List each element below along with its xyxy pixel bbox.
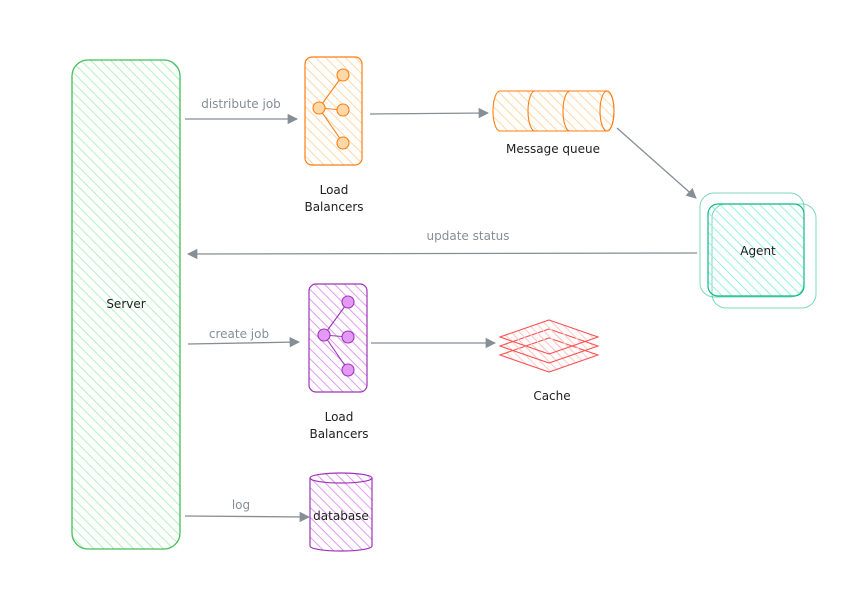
load-balancer-top[interactable]: Load Balancers — [304, 56, 364, 214]
database-icon — [309, 478, 373, 552]
edge-lb-to-queue[interactable] — [369, 107, 490, 119]
edge-update-status-label: update status — [427, 229, 510, 243]
agent-box-front — [707, 203, 805, 297]
edge-queue-to-agent-line — [616, 127, 697, 199]
server-node[interactable]: Server — [71, 59, 181, 550]
message-queue-icon — [492, 90, 615, 132]
edge-queue-to-agent[interactable] — [616, 127, 697, 199]
load-balancer-bottom-box — [308, 283, 368, 393]
database-label: database — [313, 509, 369, 523]
edge-update-status-line — [186, 248, 698, 260]
server-box — [71, 59, 181, 550]
edge-update-status[interactable]: update status — [186, 229, 698, 260]
server-label: Server — [106, 297, 145, 311]
edge-log-label: log — [232, 498, 250, 512]
load-balancer-top-label-line1: Load — [320, 183, 349, 197]
edge-create-job[interactable]: create job — [187, 327, 301, 348]
load-balancer-bottom-label-line2: Balancers — [309, 427, 368, 441]
load-balancer-top-box — [304, 56, 363, 166]
edge-log[interactable]: log — [184, 498, 311, 523]
cache-icon — [498, 319, 600, 373]
message-queue-label: Message queue — [506, 142, 600, 156]
cache-node[interactable]: Cache — [498, 319, 600, 403]
message-queue-node[interactable]: Message queue — [492, 90, 615, 156]
edge-log-line — [184, 511, 311, 523]
edge-create-job-label: create job — [209, 327, 269, 341]
edge-lb-to-queue-line — [369, 107, 490, 119]
edge-distribute-job[interactable]: distribute job — [185, 97, 299, 125]
load-balancer-top-label-line2: Balancers — [304, 200, 363, 214]
load-balancer-bottom[interactable]: Load Balancers — [308, 283, 369, 441]
agent-label: Agent — [740, 244, 776, 258]
cache-label: Cache — [533, 389, 570, 403]
load-balancer-top-icon — [312, 68, 350, 150]
load-balancer-bottom-label-line1: Load — [325, 410, 354, 424]
edge-distribute-job-label: distribute job — [201, 97, 281, 111]
edge-create-job-line — [187, 336, 301, 348]
database-node[interactable]: database — [309, 472, 373, 552]
agent-node[interactable]: Agent — [699, 192, 817, 309]
database-top — [309, 472, 373, 484]
load-balancer-bottom-icon — [317, 295, 355, 377]
